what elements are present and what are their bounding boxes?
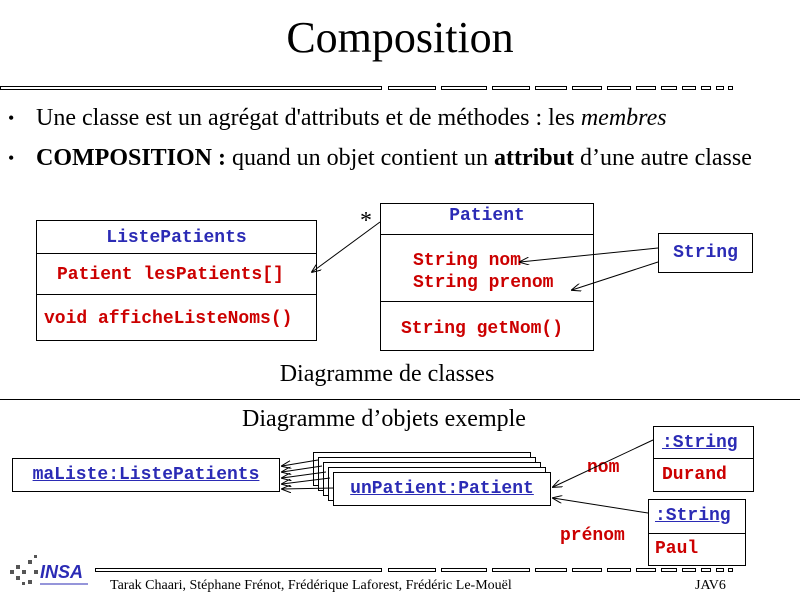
bullet-item-composition: • COMPOSITION : quand un objet contient u… bbox=[8, 144, 771, 173]
attribute-nom: String nom bbox=[413, 251, 522, 271]
object-value-paul: Paul bbox=[655, 539, 699, 559]
class-diagram-caption: Diagramme de classes bbox=[279, 361, 495, 387]
bullet-text-part: attribut bbox=[493, 145, 574, 171]
class-name-patient: Patient bbox=[381, 204, 593, 235]
bullet-text: Une classe est un agrégat d'attributs et… bbox=[36, 104, 776, 133]
object-string-prenom: :String Paul bbox=[648, 499, 746, 566]
footer-authors: Tarak Chaari, Stéphane Frénot, Frédériqu… bbox=[110, 578, 512, 593]
class-name-liste-patients: ListePatients bbox=[37, 224, 316, 254]
title-dash-bar bbox=[0, 86, 740, 92]
object-string-nom: :String Durand bbox=[653, 426, 754, 492]
role-label-prenom: prénom bbox=[560, 526, 625, 546]
object-value-durand: Durand bbox=[662, 465, 727, 485]
footer-dash-bar bbox=[0, 568, 760, 574]
multiplicity-label: * bbox=[360, 208, 372, 234]
class-string: String bbox=[658, 233, 753, 273]
object-type-string-prenom: :String bbox=[649, 502, 745, 534]
object-name-un-patient: unPatient:Patient bbox=[350, 479, 534, 499]
bullet-text-part: d’une autre classe bbox=[573, 145, 752, 171]
bullet-text: COMPOSITION : quand un objet contient un… bbox=[36, 144, 771, 173]
object-diagram-caption: Diagramme d’objets exemple bbox=[242, 406, 526, 432]
method-affiche-liste-noms: void afficheListeNoms() bbox=[44, 309, 293, 329]
bullet-text-part: membres bbox=[580, 105, 667, 131]
method-get-nom: String getNom() bbox=[401, 319, 564, 339]
slide-title: Composition bbox=[286, 13, 514, 62]
role-label-nom: nom bbox=[587, 458, 620, 478]
bullet-text-part: COMPOSITION : bbox=[36, 145, 233, 171]
bullet-glyph: • bbox=[8, 108, 15, 128]
bullet-item-membres: • Une classe est un agrégat d'attributs e… bbox=[8, 104, 776, 133]
class-name-string: String bbox=[673, 243, 738, 263]
bullet-text-part: Une classe est un agrégat d'attributs et… bbox=[36, 105, 581, 131]
object-un-patient: unPatient:Patient bbox=[333, 472, 551, 506]
insa-logo: INSA bbox=[6, 548, 92, 592]
class-patient: Patient String nom String prenom String … bbox=[380, 203, 594, 351]
attribute-les-patients: Patient lesPatients[] bbox=[37, 255, 316, 295]
patient-divider bbox=[381, 301, 593, 302]
bullet-text-part: quand un objet contient un bbox=[232, 145, 494, 171]
object-name-ma-liste: maListe:ListePatients bbox=[32, 465, 260, 485]
footer-page-number: JAV6 bbox=[695, 578, 726, 593]
object-type-string-nom: :String bbox=[654, 429, 753, 459]
section-divider bbox=[0, 399, 800, 400]
bullet-glyph: • bbox=[8, 148, 15, 168]
object-ma-liste: maListe:ListePatients bbox=[12, 458, 280, 492]
logo-text: INSA bbox=[40, 562, 83, 582]
link-prenom bbox=[553, 498, 649, 514]
class-liste-patients: ListePatients Patient lesPatients[] void… bbox=[36, 220, 317, 341]
attribute-prenom: String prenom bbox=[413, 273, 554, 293]
